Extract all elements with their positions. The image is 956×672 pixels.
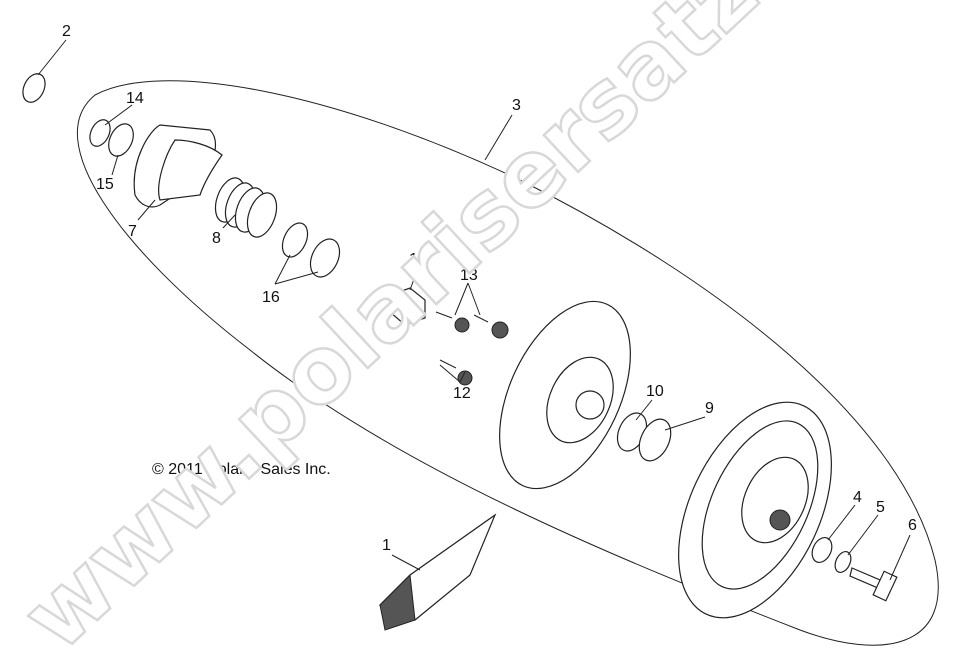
part-16-washer: [309, 238, 341, 278]
part-4-washer: [811, 537, 833, 563]
assembly-outline: [77, 80, 939, 646]
part-9-washer: [638, 418, 672, 462]
callout-15: 15: [96, 176, 114, 193]
callout-12: 12: [453, 385, 471, 402]
callout-7: 7: [128, 223, 137, 240]
part-16-washer: [281, 222, 309, 258]
part-2-ring: [22, 73, 46, 103]
stationary-sheave: [678, 401, 832, 619]
part-5-washer: [834, 551, 852, 573]
callout-3: 3: [512, 97, 521, 114]
callout-5: 5: [876, 499, 885, 516]
callout-2: 2: [62, 23, 71, 40]
leader-lines: [37, 39, 911, 581]
part-6-bolt: [849, 567, 898, 602]
callout-8: 8: [212, 230, 221, 247]
part-1-tool: [378, 513, 497, 631]
part-11-bushing: [389, 287, 426, 326]
part-15-washer: [108, 123, 134, 157]
part-8-spring: [214, 177, 278, 238]
part-13-rollers: [435, 311, 509, 339]
part-12-rollers: [439, 359, 473, 386]
callout-1: 1: [382, 537, 391, 554]
copyright-notice: © 2011 Polaris Sales Inc.: [152, 461, 331, 478]
part-14-snap-ring: [89, 119, 111, 147]
callout-16: 16: [262, 289, 280, 306]
callout-4: 4: [853, 489, 862, 506]
callout-11: 11: [409, 251, 426, 268]
callout-6: 6: [908, 517, 917, 534]
part-7-cover: [133, 124, 223, 208]
moveable-sheave: [499, 300, 631, 490]
callout-13: 13: [460, 267, 478, 284]
callout-14: 14: [126, 90, 144, 107]
callout-9: 9: [705, 400, 714, 417]
callout-10: 10: [646, 383, 664, 400]
